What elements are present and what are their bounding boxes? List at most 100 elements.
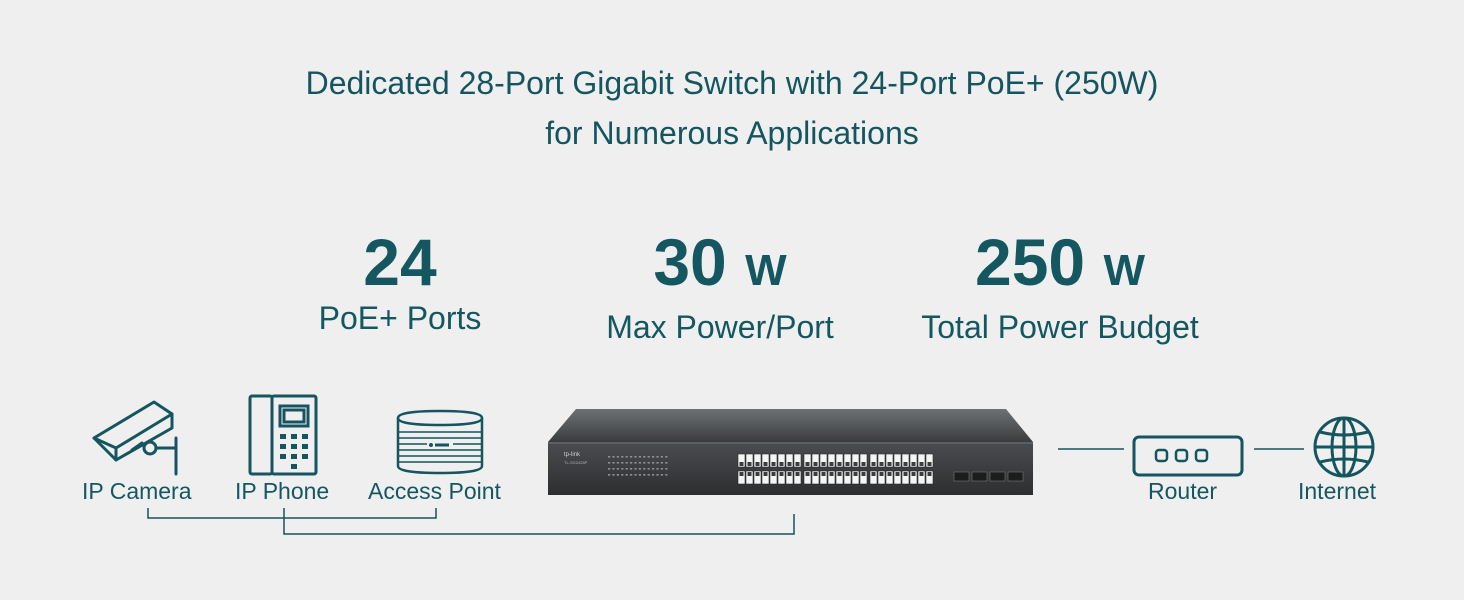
switch-port-socket bbox=[739, 472, 744, 476]
status-led bbox=[625, 462, 628, 464]
stat-label: PoE+ Ports bbox=[318, 300, 482, 336]
switch-port-socket bbox=[845, 472, 850, 476]
switch-port bbox=[827, 470, 836, 485]
switch-port bbox=[811, 470, 820, 485]
sfp-slot bbox=[1007, 471, 1024, 482]
switch-port bbox=[793, 453, 802, 468]
switch-port-socket bbox=[763, 462, 768, 466]
status-led bbox=[612, 462, 615, 464]
switch-port bbox=[893, 453, 902, 468]
page-title: Dedicated 28-Port Gigabit Switch with 24… bbox=[0, 58, 1464, 158]
status-led bbox=[630, 462, 633, 464]
switch-port bbox=[909, 470, 918, 485]
switch-port-socket bbox=[821, 472, 826, 476]
status-led bbox=[612, 468, 615, 470]
switch-port bbox=[753, 470, 762, 485]
switch-port bbox=[925, 470, 934, 485]
switch-port-socket bbox=[837, 462, 842, 466]
status-led bbox=[608, 474, 611, 476]
status-led bbox=[638, 474, 641, 476]
status-led bbox=[652, 462, 655, 464]
switch-port-socket bbox=[927, 462, 932, 466]
switch-port bbox=[877, 453, 886, 468]
globe-icon bbox=[1313, 416, 1375, 478]
switch-port-socket bbox=[805, 462, 810, 466]
switch-port-socket bbox=[787, 462, 792, 466]
status-led bbox=[612, 456, 615, 458]
switch-port bbox=[753, 453, 762, 468]
switch-port bbox=[819, 453, 828, 468]
status-led bbox=[625, 468, 628, 470]
switch-port-socket bbox=[871, 462, 876, 466]
switch-port-socket bbox=[853, 472, 858, 476]
switch-port bbox=[843, 453, 852, 468]
switch-port bbox=[851, 453, 860, 468]
label-access-point: Access Point bbox=[368, 478, 501, 504]
status-led bbox=[616, 468, 619, 470]
switch-port-socket bbox=[919, 462, 924, 466]
switch-port-socket bbox=[879, 462, 884, 466]
status-led bbox=[638, 456, 641, 458]
status-led bbox=[634, 474, 637, 476]
status-led bbox=[630, 456, 633, 458]
status-led bbox=[621, 468, 624, 470]
stat-unit: W bbox=[745, 246, 787, 295]
label-ip-phone: IP Phone bbox=[235, 478, 330, 504]
switch-port bbox=[835, 453, 844, 468]
status-led bbox=[656, 456, 659, 458]
switch-port bbox=[811, 453, 820, 468]
switch-port bbox=[745, 453, 754, 468]
switch-port-socket bbox=[821, 462, 826, 466]
status-led bbox=[656, 462, 659, 464]
switch-port-socket bbox=[739, 462, 744, 466]
switch-port bbox=[869, 470, 878, 485]
switch-port-socket bbox=[813, 462, 818, 466]
status-led bbox=[612, 474, 615, 476]
switch-port bbox=[885, 453, 894, 468]
switch-port bbox=[917, 453, 926, 468]
switch-port-socket bbox=[871, 472, 876, 476]
status-led bbox=[616, 462, 619, 464]
switch-port bbox=[761, 470, 770, 485]
switch-image: tp-link TL-SG2428P bbox=[548, 409, 1033, 495]
switch-port bbox=[859, 453, 868, 468]
label-internet: Internet bbox=[1298, 478, 1376, 504]
sfp-slot bbox=[953, 471, 970, 482]
status-led bbox=[643, 462, 646, 464]
status-led bbox=[621, 462, 624, 464]
status-led bbox=[652, 456, 655, 458]
switch-port bbox=[877, 470, 886, 485]
switch-port-socket bbox=[895, 462, 900, 466]
switch-port-socket bbox=[755, 472, 760, 476]
switch-port-socket bbox=[763, 472, 768, 476]
phone-icon bbox=[248, 394, 318, 476]
switch-port-socket bbox=[805, 472, 810, 476]
switch-port bbox=[803, 470, 812, 485]
switch-port bbox=[925, 453, 934, 468]
switch-port bbox=[761, 453, 770, 468]
status-led bbox=[660, 468, 663, 470]
status-led bbox=[660, 456, 663, 458]
status-led bbox=[634, 456, 637, 458]
status-led bbox=[652, 474, 655, 476]
switch-port bbox=[737, 470, 746, 485]
status-led bbox=[660, 462, 663, 464]
status-led bbox=[656, 474, 659, 476]
switch-port-socket bbox=[771, 462, 776, 466]
switch-port-socket bbox=[903, 462, 908, 466]
status-led bbox=[625, 474, 628, 476]
switch-port bbox=[917, 470, 926, 485]
switch-port-socket bbox=[887, 472, 892, 476]
switch-model: TL-SG2428P bbox=[564, 460, 588, 465]
switch-port-socket bbox=[903, 472, 908, 476]
switch-port bbox=[909, 453, 918, 468]
switch-port bbox=[901, 453, 910, 468]
switch-brand: tp-link bbox=[564, 452, 581, 458]
status-led bbox=[665, 468, 668, 470]
stat-label: Total Power Budget bbox=[921, 309, 1199, 345]
status-led bbox=[616, 474, 619, 476]
switch-port bbox=[777, 453, 786, 468]
switch-port bbox=[737, 453, 746, 468]
status-led bbox=[643, 468, 646, 470]
